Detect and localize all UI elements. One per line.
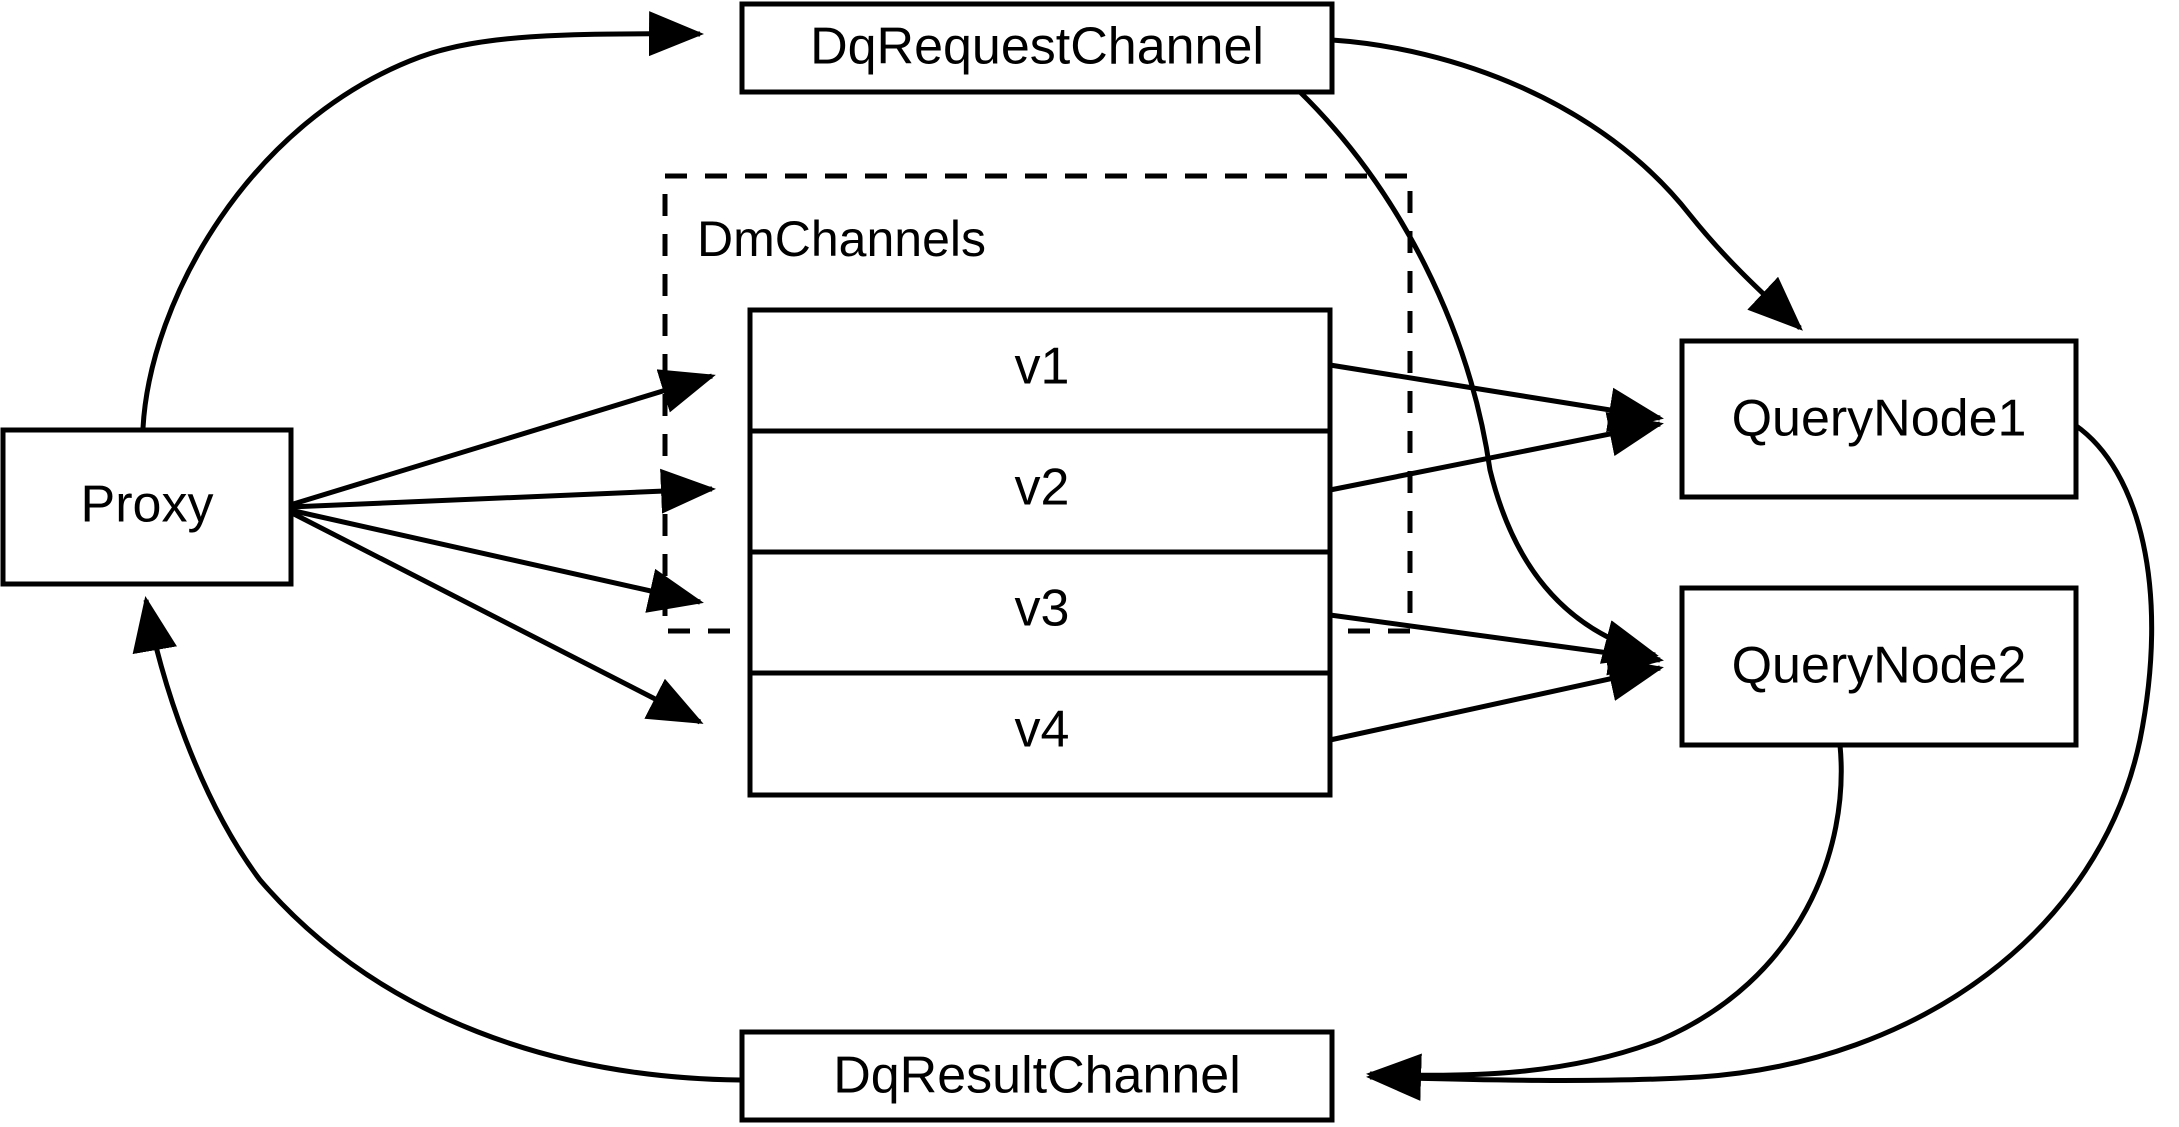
edge-v1-to-querynode1 (1329, 362, 1664, 433)
proxy-box[interactable] (0, 427, 294, 587)
dqresultchannel-label: DqResultChannel (833, 1047, 1241, 1105)
querynode1-label: QueryNode1 (1732, 390, 2027, 448)
edge-v2-to-querynode1 (1329, 411, 1664, 493)
dmchannels-group-label: DmChannels (697, 211, 986, 267)
querynode2-box[interactable] (1679, 585, 2079, 748)
dm-channel-label-v2: v2 (1015, 459, 1070, 517)
querynode1-box[interactable] (1679, 338, 2079, 500)
dqrequestchannel-box[interactable] (739, 1, 1335, 95)
edge-querynode2-to-dqresultchannel (1366, 744, 1844, 1099)
edge-querynode1-to-dqresultchannel (1366, 422, 2155, 1101)
edge-proxy-to-v4 (288, 509, 704, 725)
dqrequestchannel-label: DqRequestChannel (810, 18, 1264, 76)
edge-dqrequestchannel-to-querynode2 (1298, 90, 1659, 664)
dqresultchannel-box[interactable] (739, 1029, 1335, 1123)
dm-channel-label-v4: v4 (1015, 701, 1070, 759)
edge-proxy-to-v1 (289, 369, 716, 508)
proxy-label: Proxy (81, 476, 214, 534)
edge-v4-to-querynode2 (1329, 656, 1664, 743)
edge-proxy-to-v2 (289, 468, 716, 514)
edge-proxy-to-v3 (289, 507, 704, 613)
dm-channel-label-v1: v1 (1015, 338, 1070, 396)
edge-proxy-to-dqrequestchannel (140, 11, 704, 429)
dm-channel-label-v3: v3 (1015, 580, 1070, 638)
edge-dqrequestchannel-to-querynode1 (1331, 37, 1803, 331)
querynode2-label: QueryNode2 (1732, 637, 2027, 695)
edge-dqresultchannel-to-proxy (132, 596, 741, 1083)
